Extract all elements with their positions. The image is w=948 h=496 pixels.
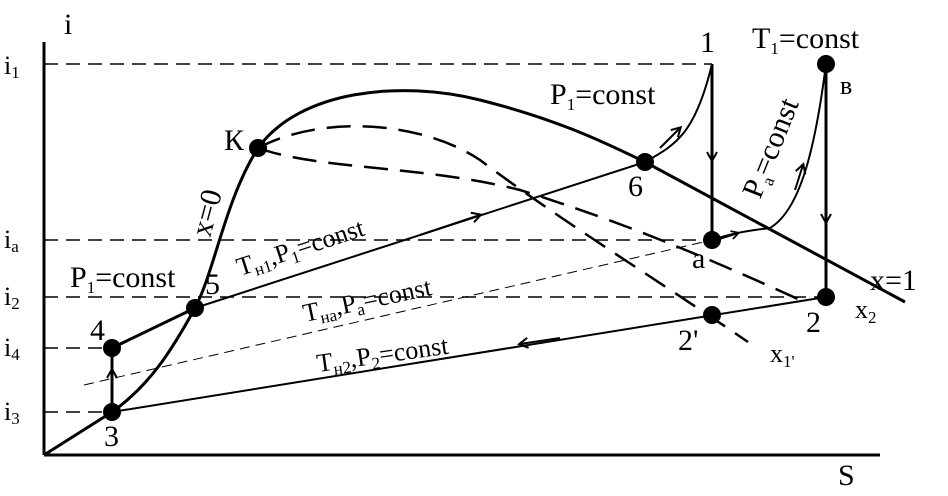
- point-b-marker: [817, 55, 835, 73]
- arrow-5-6: [419, 215, 480, 236]
- label-point-3: 3: [104, 420, 119, 453]
- label-p1-const-top: P1=const: [550, 78, 656, 114]
- point-6-marker: [636, 153, 654, 171]
- dryness-line-x1p: [257, 125, 749, 344]
- label-point-4: 4: [90, 314, 105, 347]
- label-point-a: a: [692, 242, 705, 275]
- tick-i1: i1: [4, 51, 20, 82]
- point-k-marker: [249, 139, 267, 157]
- label-point-b: в: [840, 71, 852, 100]
- process-6-1: [644, 63, 713, 163]
- point-2p-marker: [703, 306, 721, 324]
- process-4-5: [111, 306, 196, 350]
- point-3-marker: [103, 403, 121, 421]
- tick-i2: i2: [4, 282, 20, 313]
- tick-ia: ia: [4, 225, 19, 256]
- label-point-k: К: [224, 124, 245, 157]
- label-x2: x2: [855, 295, 877, 327]
- label-x1: x=1: [870, 264, 917, 297]
- tick-i3: i3: [4, 397, 20, 428]
- label-point-2: 2: [806, 306, 821, 339]
- arrow-2-3: [520, 337, 561, 344]
- label-p1-const-left: P1=const: [70, 261, 176, 297]
- tick-i4: i4: [4, 333, 20, 364]
- x-axis-label: S: [838, 459, 855, 492]
- label-point-5: 5: [205, 268, 220, 301]
- label-th2-p2-const: Tн2,P2=const: [315, 331, 451, 381]
- label-point-2p: 2': [678, 324, 698, 357]
- label-pa-const: Pa=const: [736, 93, 809, 204]
- label-point-1: 1: [700, 26, 715, 59]
- label-x1p: x1': [770, 339, 795, 371]
- dryness-line-x2: [257, 146, 801, 302]
- point-a-marker: [703, 231, 721, 249]
- y-axis-label: i: [64, 8, 72, 41]
- point-2-marker: [817, 288, 835, 306]
- arrow-6-1: [659, 128, 680, 149]
- label-tha-pa-const: Tна,Pa=const: [300, 272, 435, 331]
- label-t1-const: T1=const: [752, 22, 860, 58]
- arrow-a-b-2: [794, 165, 803, 191]
- point-4-marker: [103, 339, 121, 357]
- label-point-6: 6: [628, 170, 643, 203]
- isobar-pa-dashed: [83, 239, 713, 386]
- point-5-marker: [186, 299, 204, 317]
- saturation-line-x1: [256, 89, 906, 304]
